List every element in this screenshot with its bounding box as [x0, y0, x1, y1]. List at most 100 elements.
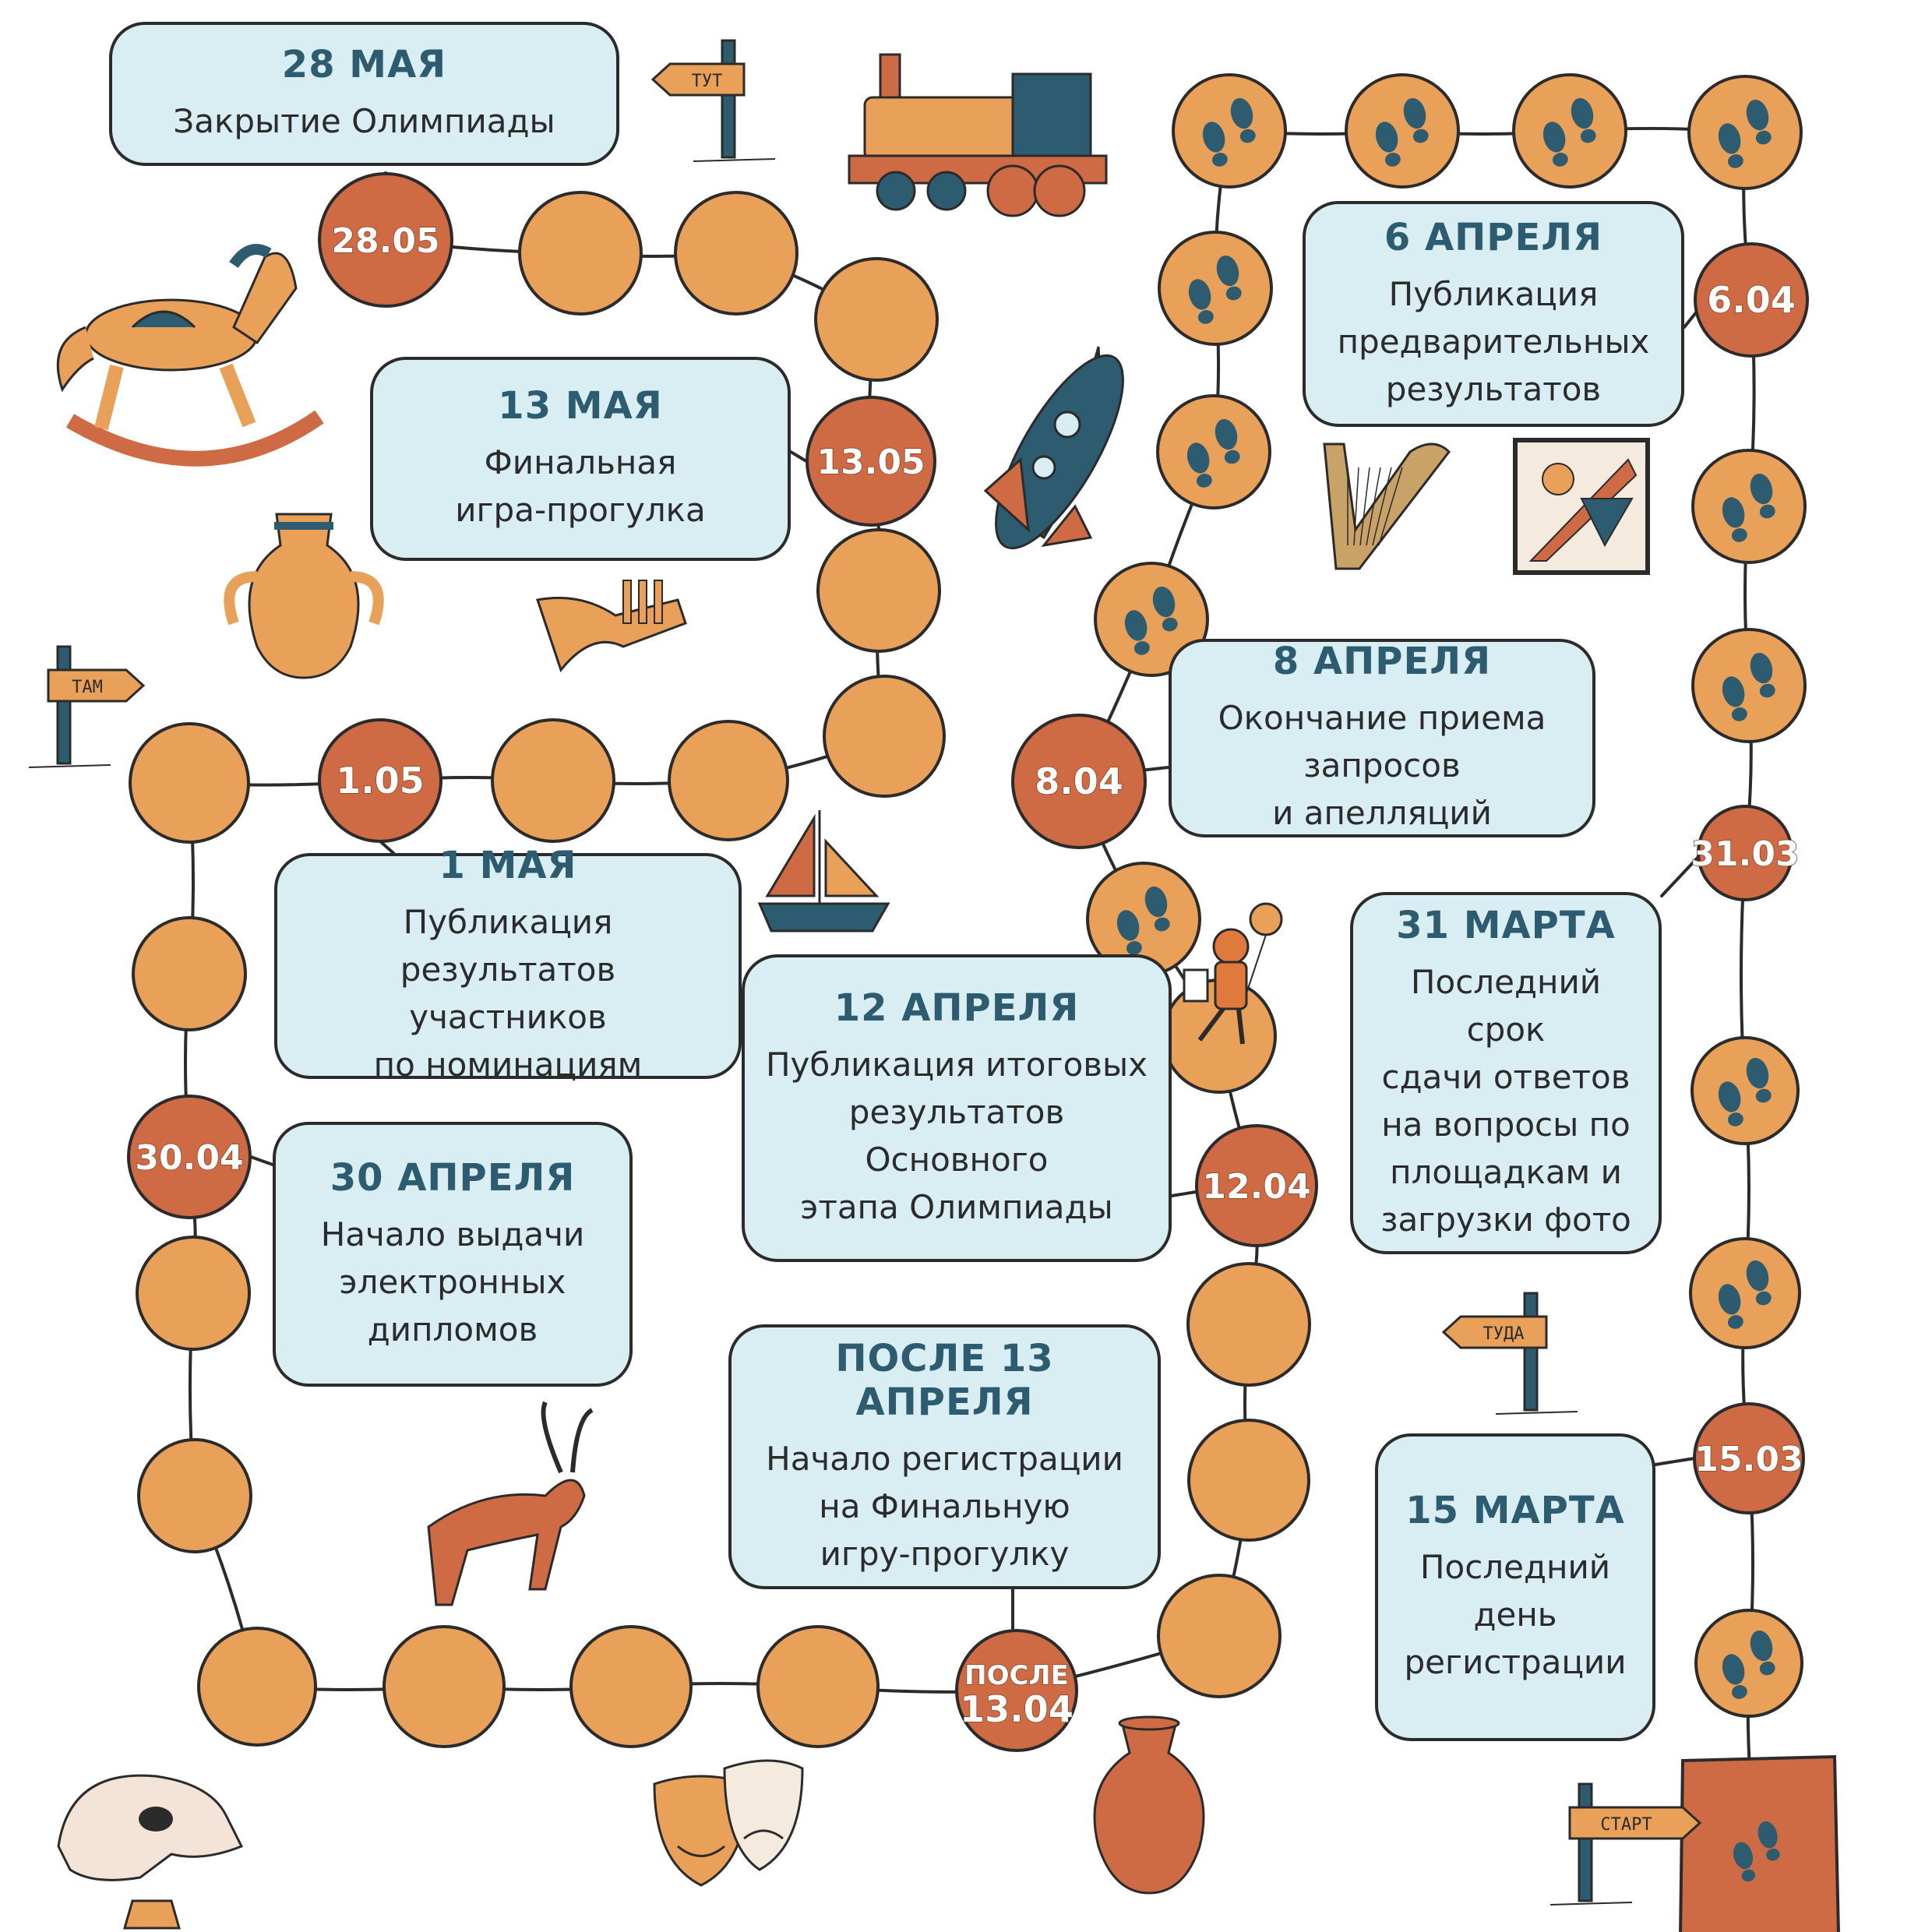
milestone-cell: 8.04	[1011, 714, 1147, 849]
sign-label: ТАМ	[72, 678, 103, 697]
board-cell	[816, 528, 941, 653]
board-cell	[1186, 1262, 1311, 1387]
cell-label: 28.05	[331, 221, 439, 261]
bubble-tail	[249, 1155, 274, 1166]
milestone-bubble-1-may: 1 МАЯ Публикация результатов участников …	[274, 844, 742, 1084]
footprints-icon	[1542, 97, 1596, 167]
milestone-text: Публикация результатов участников по ном…	[373, 903, 643, 1084]
milestone-text: Последний срок сдачи ответов на вопросы …	[1380, 962, 1631, 1239]
board-cell	[569, 1625, 693, 1748]
footprint-cell	[1689, 1237, 1801, 1349]
board-cell	[668, 720, 789, 841]
milestone-text: Последний день регистрации	[1404, 1548, 1627, 1681]
milestone-date: 28 МАЯ	[281, 43, 447, 86]
footprint-cell	[1691, 628, 1807, 743]
milestone-date: 8 АПРЕЛЯ	[1272, 640, 1492, 683]
milestone-cell: 1.05	[318, 718, 442, 843]
milestone-text: Финальная игра-прогулка	[455, 443, 706, 529]
traveler-with-balloon-icon	[1183, 902, 1283, 1045]
decorations	[56, 53, 1650, 1930]
board-cell	[814, 257, 939, 382]
cell-label: 31.03	[1690, 834, 1799, 874]
sign-label: ТУТ	[692, 72, 723, 91]
sign-tut: ТУТ	[650, 39, 776, 162]
milestone-text: Начало регистрации на Финальную игру-про…	[766, 1439, 1123, 1573]
bubble-tail	[379, 840, 395, 855]
footprints-icon	[1718, 99, 1772, 168]
cell-label: 8.04	[1035, 760, 1123, 802]
milestone-bubble-12-april: 12 АПРЕЛЯ Публикация итоговых результато…	[742, 954, 1172, 1262]
board-path	[184, 126, 1758, 1852]
footprints-icon	[1722, 1630, 1775, 1699]
milestone-bubble-6-april: 6 АПРЕЛЯ Публикация предварительных резу…	[1303, 201, 1684, 427]
board-cell	[518, 191, 643, 316]
footprints-icon	[1186, 418, 1240, 488]
sign-tam: ТАМ	[28, 645, 146, 768]
cell-label: 1.05	[336, 760, 425, 802]
milestone-text: Публикация предварительных результатов	[1337, 274, 1650, 408]
milestone-text: Закрытие Олимпиады	[173, 102, 555, 140]
footprint-cell	[1691, 449, 1807, 564]
milestone-text: Начало выдачи электронных дипломов	[320, 1215, 585, 1349]
vase-icon	[1093, 1715, 1205, 1895]
theatre-masks-icon	[653, 1759, 804, 1887]
skull-icon	[57, 1774, 244, 1930]
trumpet-icon	[536, 580, 687, 673]
sign-start: СТАРТ	[1549, 1782, 1702, 1906]
amphora-icon	[224, 513, 384, 679]
milestone-bubble-31-march: 31 МАРТА Последний срок сдачи ответов на…	[1350, 892, 1662, 1254]
footprints-icon	[1722, 473, 1775, 542]
board-cell	[136, 1236, 251, 1351]
milestone-date: 12 АПРЕЛЯ	[834, 985, 1080, 1030]
footprint-cell	[1094, 562, 1209, 677]
board-cell	[383, 1625, 506, 1748]
footprint-cell	[1156, 394, 1271, 509]
board-cell	[129, 722, 250, 844]
milestone-date: 15 МАРТА	[1405, 1489, 1625, 1532]
bubble-tail	[1660, 855, 1700, 897]
cell-label: 30.04	[135, 1138, 243, 1178]
abstract-painting-icon	[1513, 438, 1650, 575]
footprint-cell	[1690, 1036, 1800, 1145]
milestone-cell: 6.04	[1694, 242, 1809, 358]
footprints-icon	[1375, 97, 1429, 167]
cell-label: 12.04	[1202, 1167, 1310, 1207]
milestone-date: 31 МАРТА	[1396, 903, 1616, 947]
milestone-cell: 28.05	[318, 172, 453, 308]
milestone-date: 13 МАЯ	[498, 384, 663, 428]
board-cell	[132, 916, 247, 1031]
signposts: ТУТ ТАМ ТУДА СТАРТ	[28, 39, 1702, 1906]
footprints-icon	[1718, 1260, 1772, 1329]
cell-label-top: ПОСЛЕ	[964, 1660, 1069, 1691]
start-cell	[1679, 1754, 1840, 1932]
milestone-date: 1 МАЯ	[439, 844, 577, 887]
milestone-cell: 15.03	[1693, 1402, 1805, 1514]
milestone-date: ПОСЛЕ 13 АПРЕЛЯ	[835, 1336, 1054, 1424]
milestone-bubble-28-may: 28 МАЯ Закрытие Олимпиады	[109, 22, 619, 166]
sign-label: ТУДА	[1483, 1324, 1525, 1344]
sign-tuda: ТУДА	[1441, 1292, 1578, 1415]
cell-label: 13.05	[816, 442, 925, 482]
rocking-horse-icon	[56, 244, 324, 467]
milestone-text: Публикация итоговых результатов Основног…	[765, 1045, 1148, 1226]
milestone-bubble-after-13-april: ПОСЛЕ 13 АПРЕЛЯ Начало регистрации на Фи…	[728, 1324, 1161, 1589]
steam-train-icon	[848, 53, 1108, 217]
milestone-cell: 12.04	[1195, 1124, 1318, 1247]
board-cell	[823, 675, 946, 798]
footprints-icon	[1202, 97, 1256, 167]
bubble-tail	[1170, 1190, 1197, 1197]
footprints-icon	[1718, 1057, 1772, 1126]
footprints-icon	[1116, 886, 1170, 955]
milestone-bubble-30-april: 30 АПРЕЛЯ Начало выдачи электронных дипл…	[273, 1122, 633, 1387]
board-cell	[1157, 1574, 1282, 1698]
rocket-icon	[983, 346, 1124, 550]
footprints-icon	[1733, 1821, 1780, 1882]
footprint-cell	[1158, 231, 1273, 346]
board-cell	[674, 191, 799, 316]
bubble-tail	[1654, 1457, 1696, 1466]
footprint-cell	[1172, 73, 1287, 189]
footprint-cell	[1694, 1609, 1803, 1718]
milestone-bubble-13-may: 13 МАЯ Финальная игра-прогулка	[370, 357, 791, 561]
